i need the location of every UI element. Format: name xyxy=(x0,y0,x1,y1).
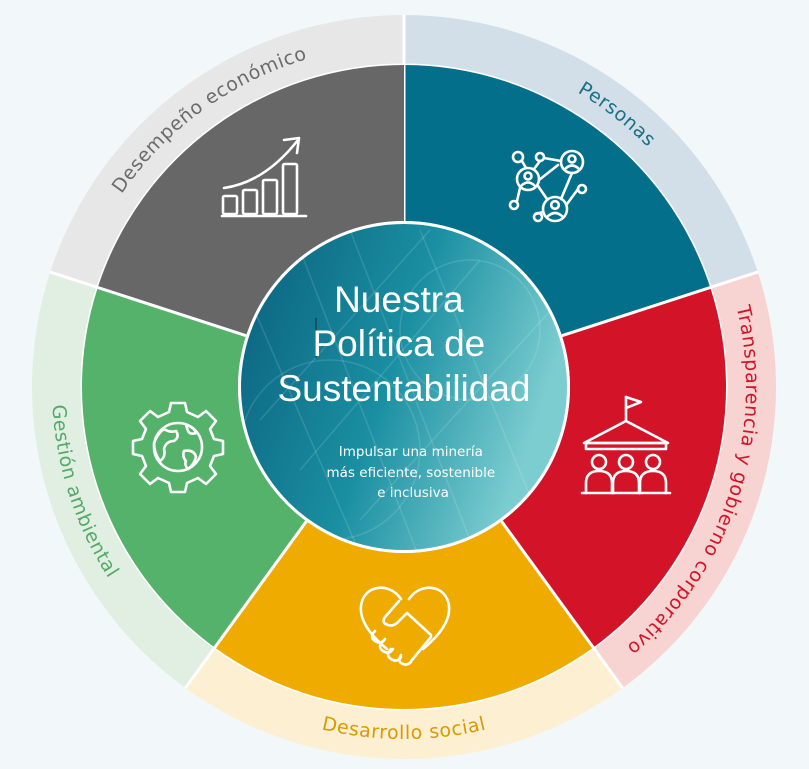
sector-transparencia xyxy=(501,287,726,648)
ring-segment-desempeno-economico xyxy=(50,15,405,288)
sector-divider xyxy=(49,270,247,338)
sector-personas xyxy=(404,65,711,336)
center-disc xyxy=(241,224,567,550)
center-subtitle: Impulsar una minería más eficiente, sost… xyxy=(327,444,500,501)
center-title-line-3: Sustentabilidad xyxy=(277,368,530,409)
sector-divider xyxy=(561,270,759,338)
center-title: Nuestra Política de Sustentabilidad xyxy=(277,279,530,409)
center-subtitle-line-3: e inclusiva xyxy=(377,485,449,501)
ring-segment-personas xyxy=(404,15,758,288)
center-subtitle-line-1: Impulsar una minería xyxy=(339,444,483,460)
ring-segment-transparencia xyxy=(593,272,777,688)
ring-segment-desarrollo-social xyxy=(185,647,623,759)
sector-desempeno-economico xyxy=(97,65,405,336)
sector-gestion-ambiental xyxy=(82,287,307,648)
center-title-line-1: Nuestra xyxy=(334,279,464,320)
ring-segment-gestion-ambiental xyxy=(32,272,215,688)
center-subtitle-line-2: más eficiente, sostenible xyxy=(327,465,496,481)
globe-gear-icon xyxy=(131,401,225,494)
government-building-icon xyxy=(580,395,672,495)
network-people-icon xyxy=(508,149,588,223)
growth-chart-icon xyxy=(220,136,308,218)
center-pattern xyxy=(241,229,561,550)
heart-handshake-icon xyxy=(359,586,451,666)
center-title-line-2: Política de xyxy=(312,323,485,364)
sector-divider xyxy=(184,520,308,689)
sector-divider xyxy=(500,520,624,689)
